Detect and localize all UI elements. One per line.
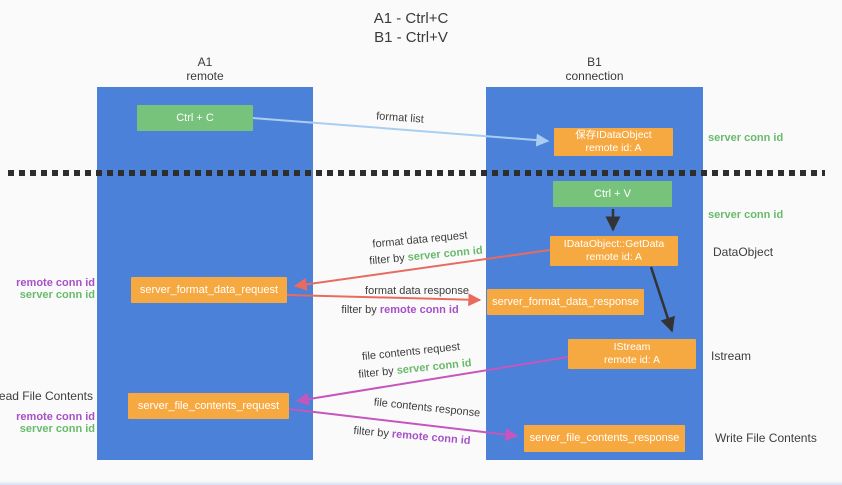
diagram-title: A1 - Ctrl+C B1 - Ctrl+V [261, 9, 561, 47]
node-istream-line1: IStream [613, 341, 651, 353]
node-idataobject-getdata: IDataObject::GetData remote id: A [550, 236, 678, 266]
node-save-idataobject: 保存IDataObject remote id: A [554, 128, 673, 156]
node-server-format-data-request: server_format_data_request [131, 277, 287, 303]
node-ctrl-v: Ctrl + V [553, 181, 672, 207]
column-a1-name: A1 [197, 55, 213, 69]
title-line-2: B1 - Ctrl+V [374, 29, 448, 46]
node-idataobject-getdata-line2: remote id: A [585, 251, 643, 263]
label-format-data-response: format data response [365, 285, 469, 297]
node-save-idataobject-line2: remote id: A [585, 142, 642, 154]
label-remote-conn-id-left-2: remote conn id [16, 411, 95, 423]
node-istream: IStream remote id: A [568, 339, 696, 369]
label-read-file-contents: Read File Contents [0, 389, 93, 403]
label-write-file-contents: Write File Contents [715, 431, 817, 445]
node-idataobject-getdata-line1: IDataObject::GetData [563, 238, 665, 250]
label-istream: Istream [711, 349, 752, 363]
node-ctrl-c-label: Ctrl + C [176, 111, 214, 124]
column-b1-name: B1 [587, 55, 602, 69]
label-dataobject: DataObject [713, 245, 774, 259]
column-b1-subtitle: connection [565, 69, 624, 83]
node-server-file-contents-response: server_file_contents_response [524, 425, 685, 452]
label-server-conn-id-left-2: server conn id [19, 423, 95, 435]
node-ctrl-v-label: Ctrl + V [594, 187, 631, 200]
node-server-file-contents-request: server_file_contents_request [128, 393, 289, 419]
node-save-idataobject-line1: 保存IDataObject [575, 129, 652, 141]
boundary-dotted-line [8, 170, 825, 176]
label-server-conn-id-mid-right: server conn id [708, 209, 784, 221]
node-server-format-data-response-label: server_format_data_response [492, 295, 639, 308]
bottom-fade-line [0, 481, 842, 485]
label-server-conn-id-top-right: server conn id [708, 132, 784, 144]
node-istream-line2: remote id: A [603, 354, 661, 366]
column-b1-header: B1 connection [486, 55, 703, 83]
node-server-file-contents-request-label: server_file_contents_request [137, 399, 280, 412]
label-file-contents-response: file contents response [373, 396, 481, 420]
label-filter-by-remote-conn-id-2: filter by remote conn id [353, 424, 471, 448]
node-server-file-contents-response-label: server_file_contents_response [529, 432, 680, 444]
column-a1-subtitle: remote [186, 69, 224, 83]
node-server-format-data-request-label: server_format_data_request [139, 283, 279, 296]
label-remote-conn-id-left-1: remote conn id [16, 277, 95, 289]
label-server-conn-id-left-1: server conn id [19, 289, 95, 301]
title-line-1: A1 - Ctrl+C [373, 10, 449, 27]
node-ctrl-c: Ctrl + C [137, 105, 253, 131]
label-format-list: format list [375, 110, 425, 126]
column-a1-header: A1 remote [97, 55, 313, 83]
label-filter-by-remote-conn-id-1: filter by remote conn id [341, 304, 459, 316]
node-server-format-data-response: server_format_data_response [487, 289, 644, 315]
